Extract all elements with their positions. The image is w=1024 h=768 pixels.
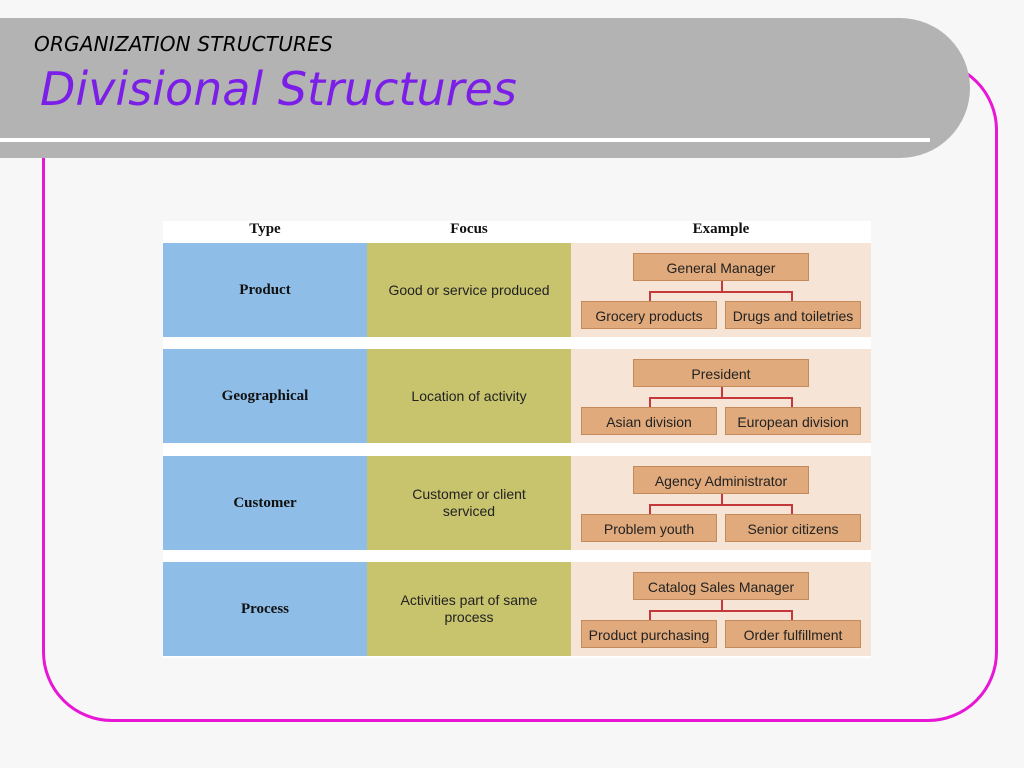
table-row-process: Process Activities part of same process … [163,562,871,656]
header-type: Type [249,221,281,237]
connector-line [721,281,723,291]
org-box-top: Catalog Sales Manager [633,572,809,600]
org-box-left: Asian division [581,407,717,435]
slide-subtitle: ORGANIZATION STRUCTURES [34,32,333,56]
org-box-left: Grocery products [581,301,717,329]
connector-line [649,610,651,620]
type-cell: Geographical [163,349,367,443]
type-cell: Product [163,243,367,337]
connector-line [649,397,651,407]
org-box-right: Senior citizens [725,514,861,542]
header-divider [0,138,930,142]
focus-cell: Activities part of same process [367,562,571,656]
connector-line [791,504,793,514]
type-cell: Process [163,562,367,656]
focus-cell: Location of activity [367,349,571,443]
table-row-customer: Customer Customer or client serviced Age… [163,456,871,550]
focus-cell: Good or service produced [367,243,571,337]
example-org-chart: Agency Administrator Problem youth Senio… [571,456,871,550]
org-box-left: Product purchasing [581,620,717,648]
connector-line [649,504,793,506]
slide-title: Divisional Structures [40,62,517,116]
example-org-chart: General Manager Grocery products Drugs a… [571,243,871,337]
header-bar [0,18,970,158]
table-row-product: Product Good or service produced General… [163,243,871,337]
connector-line [649,291,651,301]
focus-cell: Customer or client serviced [367,456,571,550]
connector-line [649,504,651,514]
type-cell: Customer [163,456,367,550]
example-org-chart: Catalog Sales Manager Product purchasing… [571,562,871,656]
connector-line [649,610,793,612]
table-row-geographical: Geographical Location of activity Presid… [163,349,871,443]
connector-line [791,610,793,620]
org-box-right: Order fulfillment [725,620,861,648]
org-box-right: European division [725,407,861,435]
header-focus: Focus [450,221,488,237]
org-box-top: General Manager [633,253,809,281]
org-box-left: Problem youth [581,514,717,542]
connector-line [649,397,793,399]
header-example: Example [692,221,750,237]
example-org-chart: President Asian division European divisi… [571,349,871,443]
connector-line [791,291,793,301]
connector-line [791,397,793,407]
connector-line [721,600,723,610]
connector-line [649,291,793,293]
connector-line [721,387,723,397]
org-box-right: Drugs and toiletries [725,301,861,329]
divisional-structures-table: Type Focus Example Product Good or servi… [163,221,871,658]
org-box-top: President [633,359,809,387]
org-box-top: Agency Administrator [633,466,809,494]
connector-line [721,494,723,504]
